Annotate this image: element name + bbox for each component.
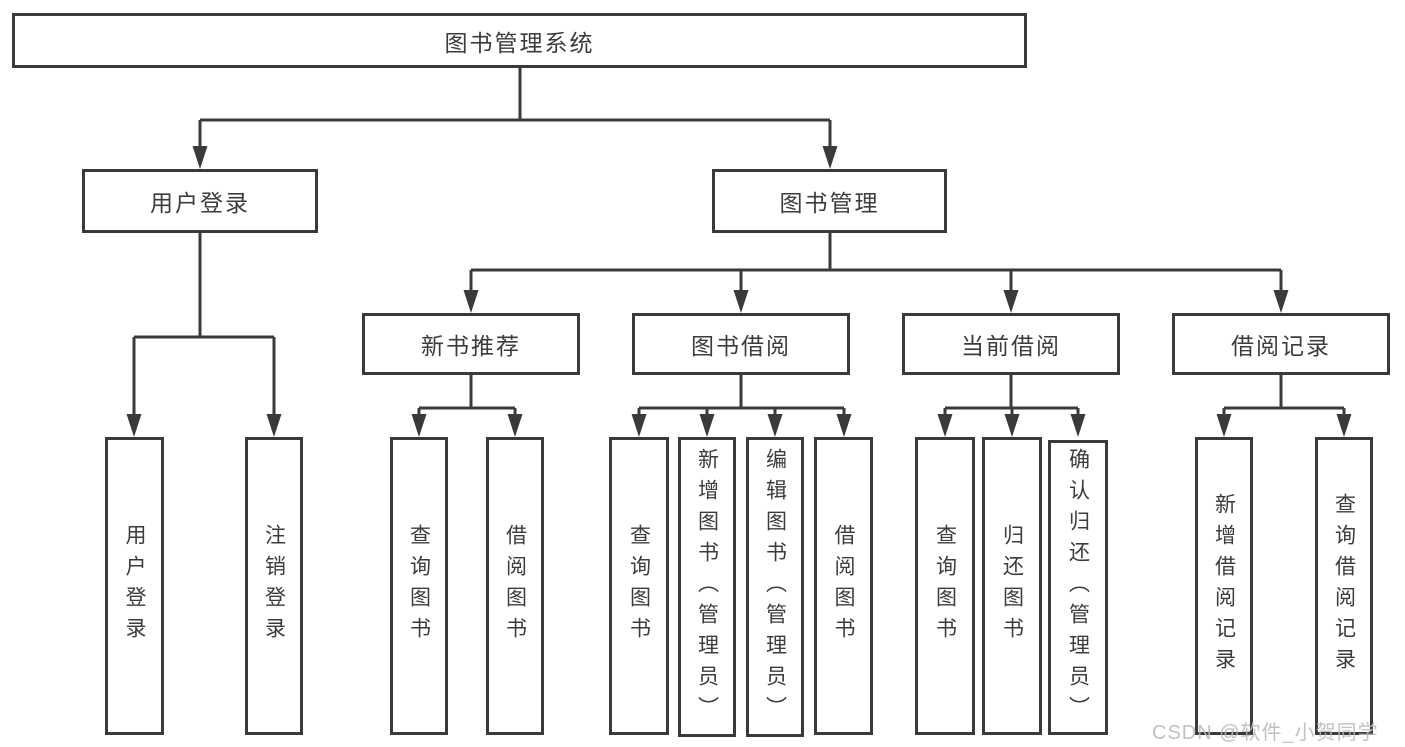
leaf-current-query-books-label: 查询图书	[933, 524, 957, 648]
node-book-management: 图书管理	[712, 169, 947, 233]
leaf-confirm-return-admin: 确认归还（管理员）	[1048, 440, 1108, 735]
node-book-borrowing-label: 图书借阅	[691, 333, 791, 359]
leaf-borrowing-borrow-books-label: 借阅图书	[832, 524, 855, 648]
node-root-label: 图书管理系统	[444, 29, 595, 56]
node-current-borrowing: 当前借阅	[902, 313, 1120, 375]
leaf-recommend-borrow-books: 借阅图书	[486, 437, 544, 735]
leaf-confirm-return-admin-label: 确认归还（管理员）	[1066, 448, 1090, 727]
leaf-borrowing-query-books: 查询图书	[609, 437, 669, 735]
leaf-user-login-label: 用户登录	[123, 524, 146, 648]
node-book-management-label: 图书管理	[779, 190, 880, 216]
watermark: CSDN @软件_小贺同学	[1152, 722, 1379, 744]
node-borrowing-records-label: 借阅记录	[1231, 333, 1331, 359]
node-user-login-group-label: 用户登录	[150, 190, 250, 216]
leaf-borrowing-query-books-label: 查询图书	[627, 524, 651, 648]
node-book-borrowing: 图书借阅	[632, 313, 850, 375]
leaf-recommend-query-books-label: 查询图书	[407, 524, 431, 648]
leaf-add-borrow-record: 新增借阅记录	[1195, 437, 1253, 735]
leaf-query-borrow-record-label: 查询借阅记录	[1332, 493, 1356, 679]
node-borrowing-records: 借阅记录	[1172, 313, 1390, 375]
leaf-add-books-admin-label: 新增图书（管理员）	[695, 447, 719, 727]
leaf-edit-books-admin: 编辑图书（管理员）	[746, 437, 804, 737]
leaf-return-books: 归还图书	[982, 437, 1042, 735]
leaf-add-books-admin: 新增图书（管理员）	[678, 437, 736, 737]
node-new-book-recommend: 新书推荐	[362, 313, 580, 375]
leaf-add-borrow-record-label: 新增借阅记录	[1212, 493, 1236, 679]
leaf-logout-label: 注销登录	[262, 524, 286, 648]
leaf-recommend-query-books: 查询图书	[390, 437, 448, 735]
node-user-login-group: 用户登录	[82, 169, 318, 233]
leaf-query-borrow-record: 查询借阅记录	[1315, 437, 1373, 735]
node-current-borrowing-label: 当前借阅	[961, 333, 1061, 359]
leaf-current-query-books: 查询图书	[915, 437, 975, 735]
node-root: 图书管理系统	[12, 13, 1027, 68]
leaf-user-login: 用户登录	[105, 437, 164, 735]
leaf-recommend-borrow-books-label: 借阅图书	[503, 524, 527, 648]
leaf-edit-books-admin-label: 编辑图书（管理员）	[763, 447, 787, 727]
leaf-borrowing-borrow-books: 借阅图书	[814, 437, 873, 735]
leaf-return-books-label: 归还图书	[1000, 524, 1024, 648]
node-new-book-recommend-label: 新书推荐	[421, 333, 521, 359]
leaf-logout: 注销登录	[245, 437, 303, 735]
